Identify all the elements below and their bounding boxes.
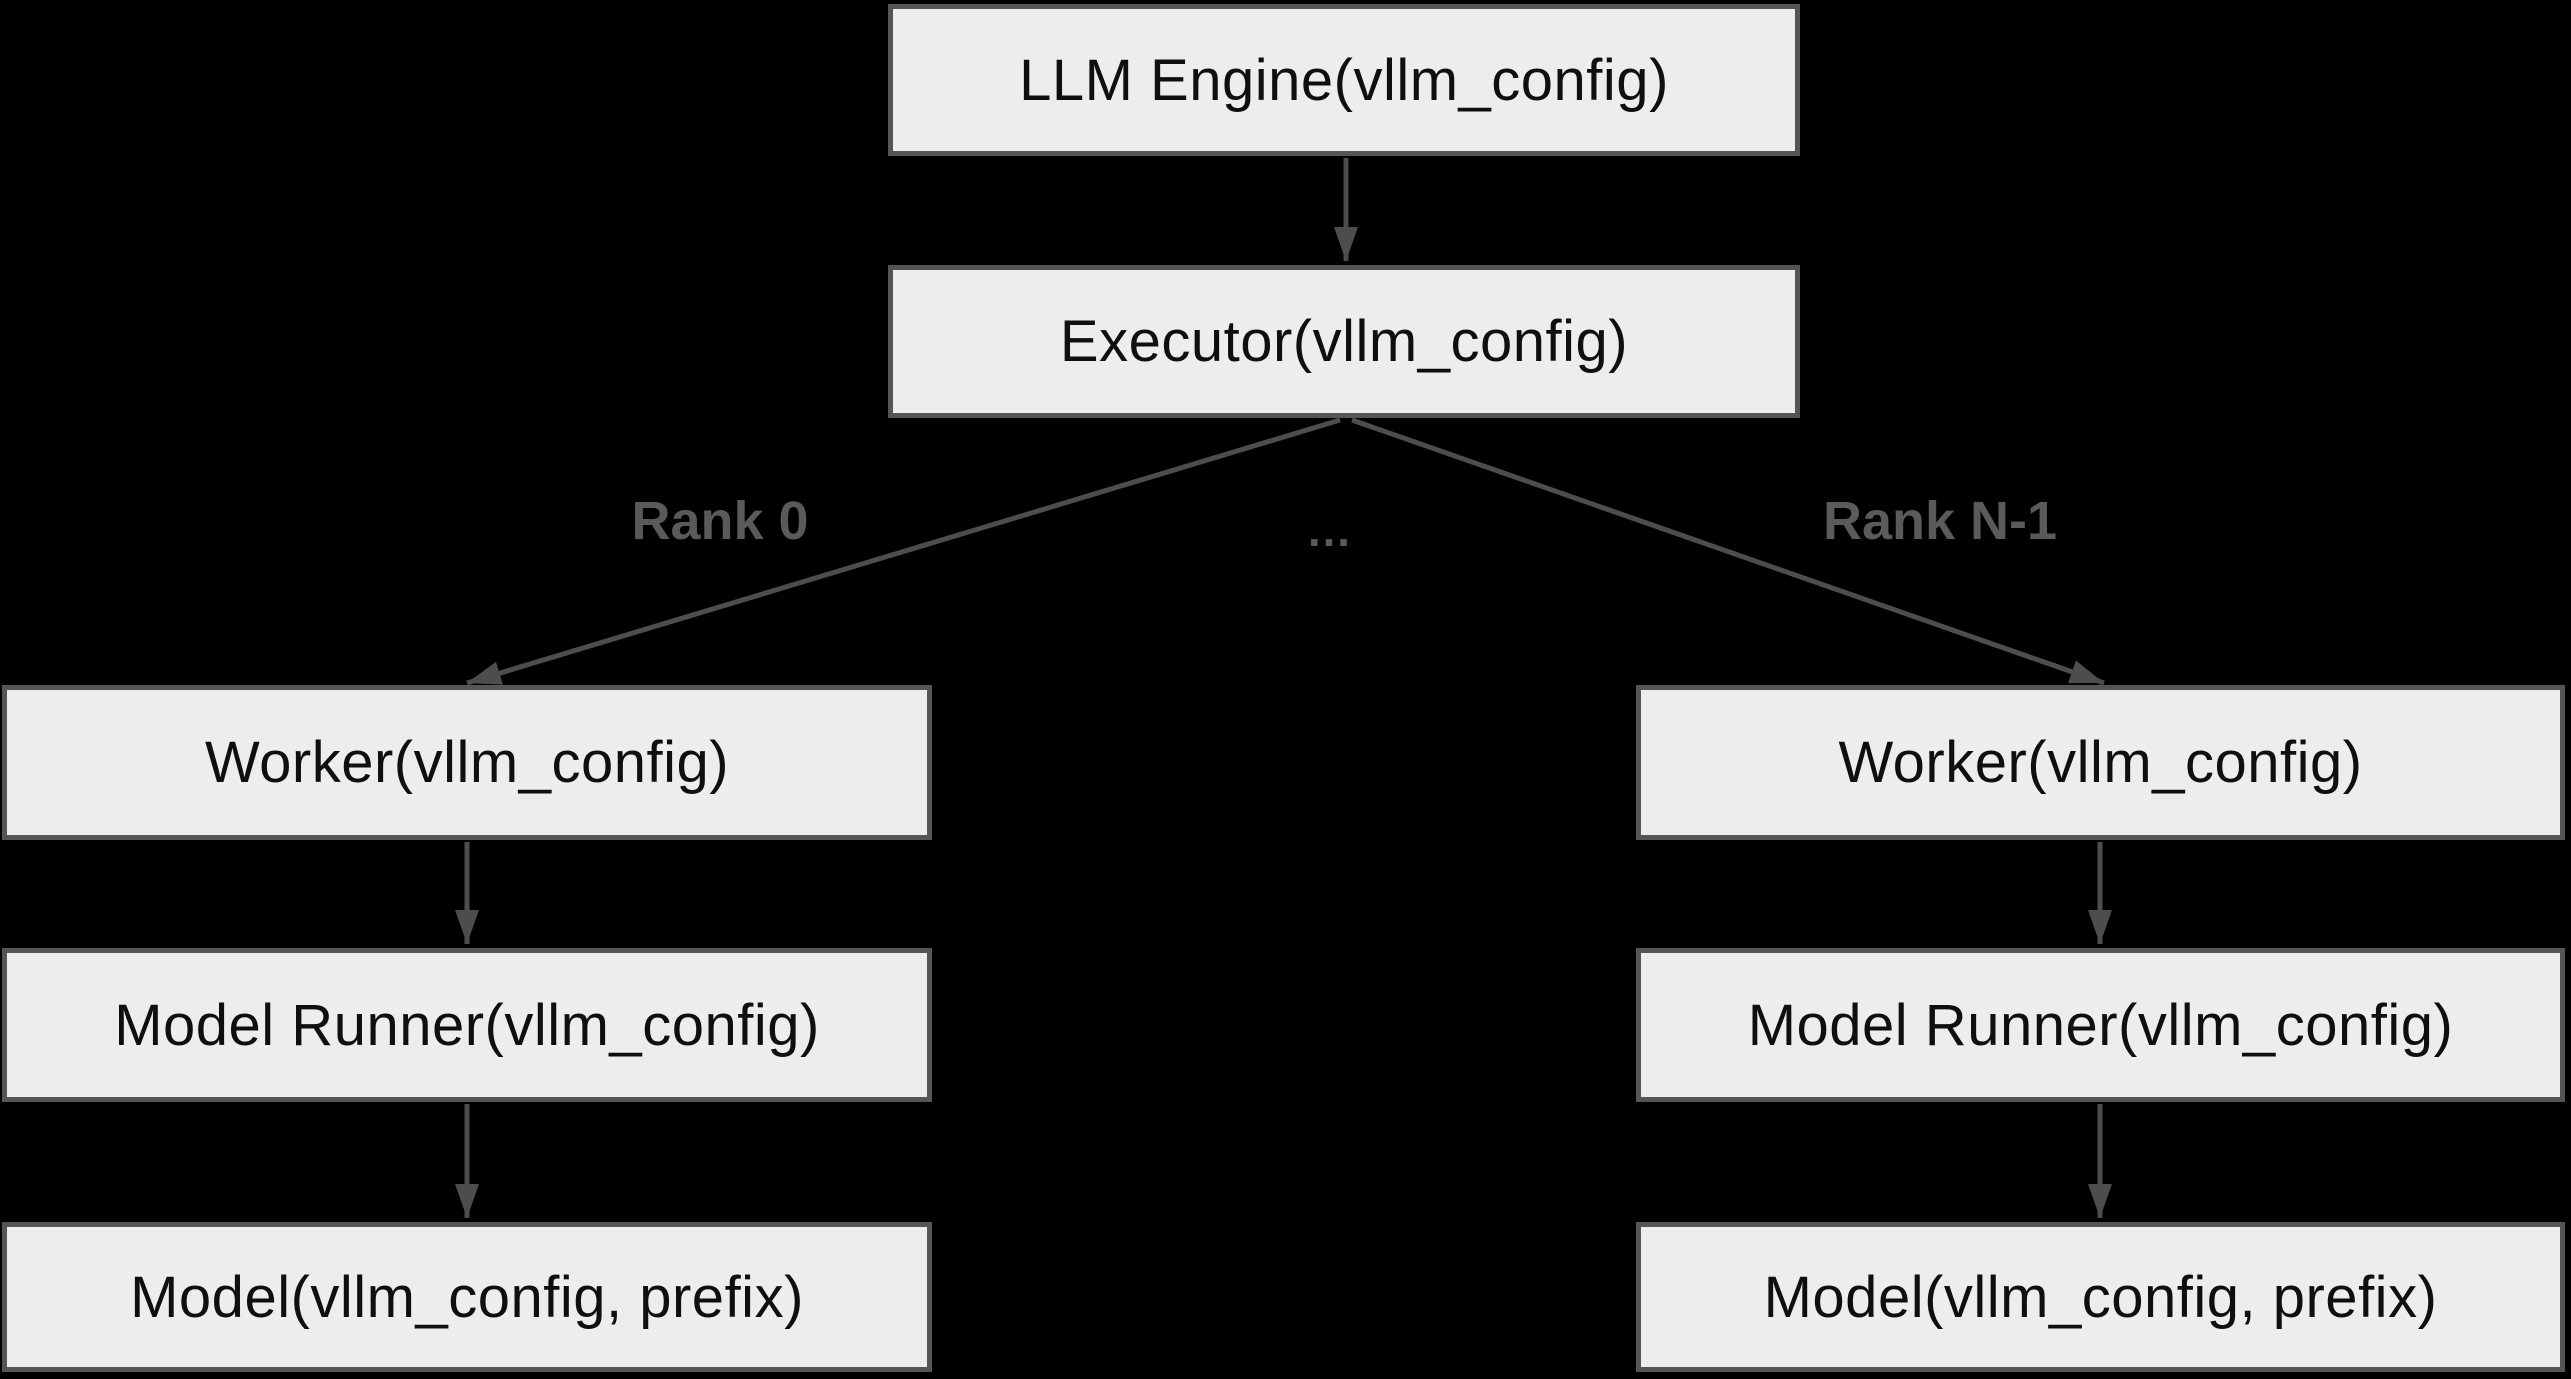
edge-label-rank-0: Rank 0 xyxy=(631,491,809,551)
node-model-runner-rankn-label: Model Runner(vllm_config) xyxy=(1747,992,2454,1058)
node-llm-engine: LLM Engine(vllm_config) xyxy=(888,4,1800,156)
edge-label-rank-n-1: Rank N-1 xyxy=(1822,491,2058,551)
node-worker-rank0: Worker(vllm_config) xyxy=(2,685,932,840)
node-model-rank0-label: Model(vllm_config, prefix) xyxy=(130,1264,804,1330)
node-worker-rank0-label: Worker(vllm_config) xyxy=(204,730,730,795)
node-model-rankn-label: Model(vllm_config, prefix) xyxy=(1763,1264,2438,1330)
node-worker-rankn-label: Worker(vllm_config) xyxy=(1838,730,2363,795)
node-worker-rankn: Worker(vllm_config) xyxy=(1636,685,2565,840)
node-llm-engine-label: LLM Engine(vllm_config) xyxy=(1019,47,1669,113)
node-model-runner-rank0: Model Runner(vllm_config) xyxy=(2,948,932,1102)
node-executor-label: Executor(vllm_config) xyxy=(1059,309,1629,374)
node-model-runner-rankn: Model Runner(vllm_config) xyxy=(1636,948,2565,1102)
edge-label-ellipsis: … xyxy=(1306,504,1354,556)
node-model-runner-rank0-label: Model Runner(vllm_config) xyxy=(114,992,820,1058)
edge-executor-to-worker-rank0 xyxy=(466,417,1341,686)
node-model-rankn: Model(vllm_config, prefix) xyxy=(1636,1222,2565,1372)
node-executor: Executor(vllm_config) xyxy=(888,265,1800,418)
node-model-rank0: Model(vllm_config, prefix) xyxy=(2,1222,932,1372)
